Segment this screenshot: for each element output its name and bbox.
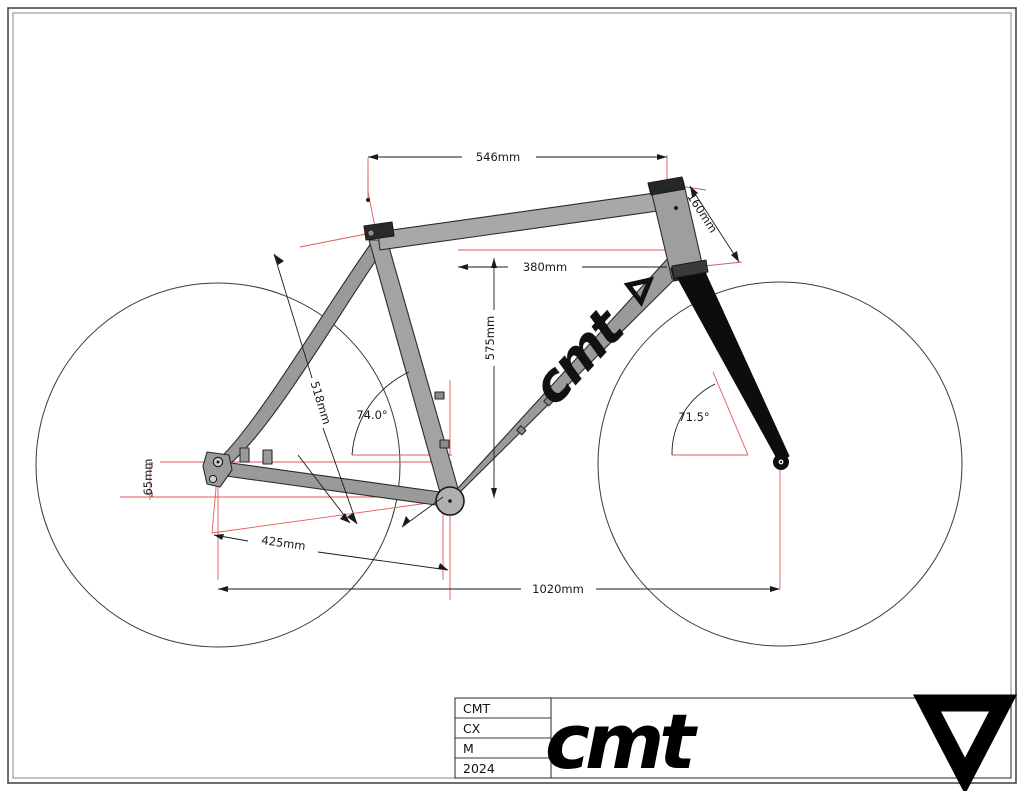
sheet-border — [7, 7, 1017, 784]
dim-380 — [458, 264, 667, 270]
derailleur-hanger-eyelet — [208, 474, 218, 484]
rack-boss-1 — [239, 447, 250, 463]
dim-1020 — [218, 586, 780, 592]
dim-label-380: 380mm — [523, 260, 567, 274]
dim-label-1020: 1020mm — [532, 582, 584, 596]
dim-546 — [366, 154, 667, 202]
dim-label-head-angle: 71.5° — [678, 410, 709, 424]
front-fork — [671, 259, 790, 470]
seat-clamp-bolt — [367, 229, 375, 237]
title-block-logo-wordmark: cmt — [545, 697, 698, 786]
rear-wheel-circle — [35, 282, 401, 648]
bottom-bracket-center — [448, 499, 452, 503]
dim-head-angle — [671, 383, 716, 456]
front-wheel-circle — [597, 281, 963, 647]
top-tube — [377, 189, 680, 251]
title-block-size: M — [463, 741, 474, 756]
title-block-model: CX — [463, 721, 481, 736]
seat-tube — [368, 239, 460, 497]
fork-blade — [675, 269, 790, 463]
dim-label-seat-angle: 74.0° — [356, 408, 387, 422]
bottle-boss-1 — [516, 425, 527, 436]
dim-label-518: 518mm — [308, 380, 334, 427]
bicycle-frame — [202, 176, 707, 516]
dim-label-575: 575mm — [483, 316, 497, 360]
seatstay-tube — [220, 241, 386, 464]
dim-label-425: 425mm — [261, 533, 307, 553]
head-tube-top-collar — [647, 176, 686, 196]
front-axle-center — [779, 460, 783, 464]
rear-axle-center — [216, 460, 220, 464]
cable-stop-1 — [434, 391, 445, 400]
dim-seat-angle — [351, 371, 410, 456]
wheel-outlines — [35, 281, 963, 648]
title-block: CMT CX M 2024 cmt — [454, 694, 1018, 791]
fork-crown — [671, 259, 709, 279]
dim-518 — [273, 253, 358, 525]
dim-label-65: 65mm — [141, 458, 155, 495]
cable-stop-2 — [439, 439, 450, 449]
title-block-year: 2024 — [463, 761, 495, 776]
dim-425 — [213, 454, 449, 571]
rack-boss-2 — [262, 449, 273, 465]
dim-575 — [491, 258, 497, 498]
title-block-logo-mark — [912, 694, 1018, 791]
bottle-boss-2 — [543, 396, 554, 407]
dim-label-546: 546mm — [476, 150, 520, 164]
downtube-mark — [623, 276, 655, 307]
dimension-annotations — [151, 154, 780, 592]
dimension-labels: 546mm 160mm 380mm 575mm 518mm 74.0° 71.5… — [141, 150, 720, 596]
title-block-brand: CMT — [463, 701, 491, 716]
chainstay-tube — [223, 461, 444, 507]
dim-160 — [674, 185, 740, 263]
